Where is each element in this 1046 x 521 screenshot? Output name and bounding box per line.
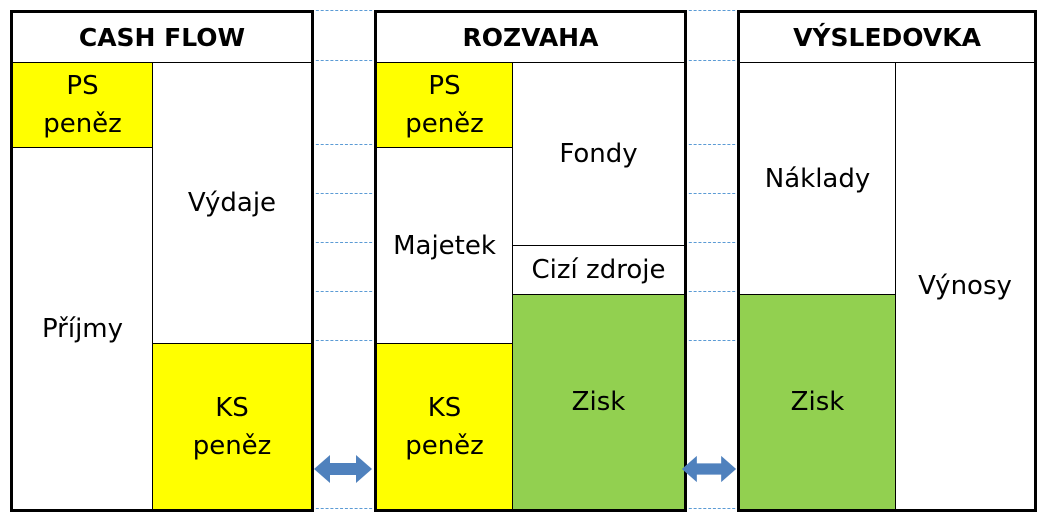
rozvaha-ps: PS peněz bbox=[377, 63, 512, 147]
double-arrow-icon bbox=[681, 455, 737, 483]
vysledovka-title: VÝSLEDOVKA bbox=[740, 13, 1034, 63]
cash-flow-prijmy: Příjmy bbox=[13, 147, 152, 509]
cash-flow-ps: PS peněz bbox=[13, 63, 152, 147]
rozvaha-title: ROZVAHA bbox=[377, 13, 684, 63]
double-arrow-icon bbox=[314, 455, 372, 483]
vysledovka-naklady: Náklady bbox=[764, 163, 871, 194]
cash-flow-vydaje: Výdaje bbox=[152, 63, 311, 343]
rozvaha-fondy: Fondy bbox=[512, 63, 684, 245]
cash-flow-title: CASH FLOW bbox=[13, 13, 311, 63]
rozvaha-majetek: Majetek bbox=[377, 147, 512, 343]
vysledovka-zisk: Zisk bbox=[740, 294, 895, 509]
rozvaha-ks: KS peněz bbox=[377, 343, 512, 509]
rozvaha-cizi-zdroje: Cizí zdroje bbox=[512, 245, 684, 294]
cash-flow-ks: KS peněz bbox=[152, 343, 311, 509]
vysledovka-box: VÝSLEDOVKA Náklady Zisk Výnosy bbox=[737, 10, 1037, 512]
vysledovka-vynosy: Výnosy bbox=[895, 63, 1034, 509]
cash-flow-box: CASH FLOW PS peněz Příjmy Výdaje KS peně… bbox=[10, 10, 314, 512]
rozvaha-box: ROZVAHA PS peněz Majetek KS peněz Fondy … bbox=[374, 10, 687, 512]
rozvaha-zisk: Zisk bbox=[512, 294, 684, 509]
